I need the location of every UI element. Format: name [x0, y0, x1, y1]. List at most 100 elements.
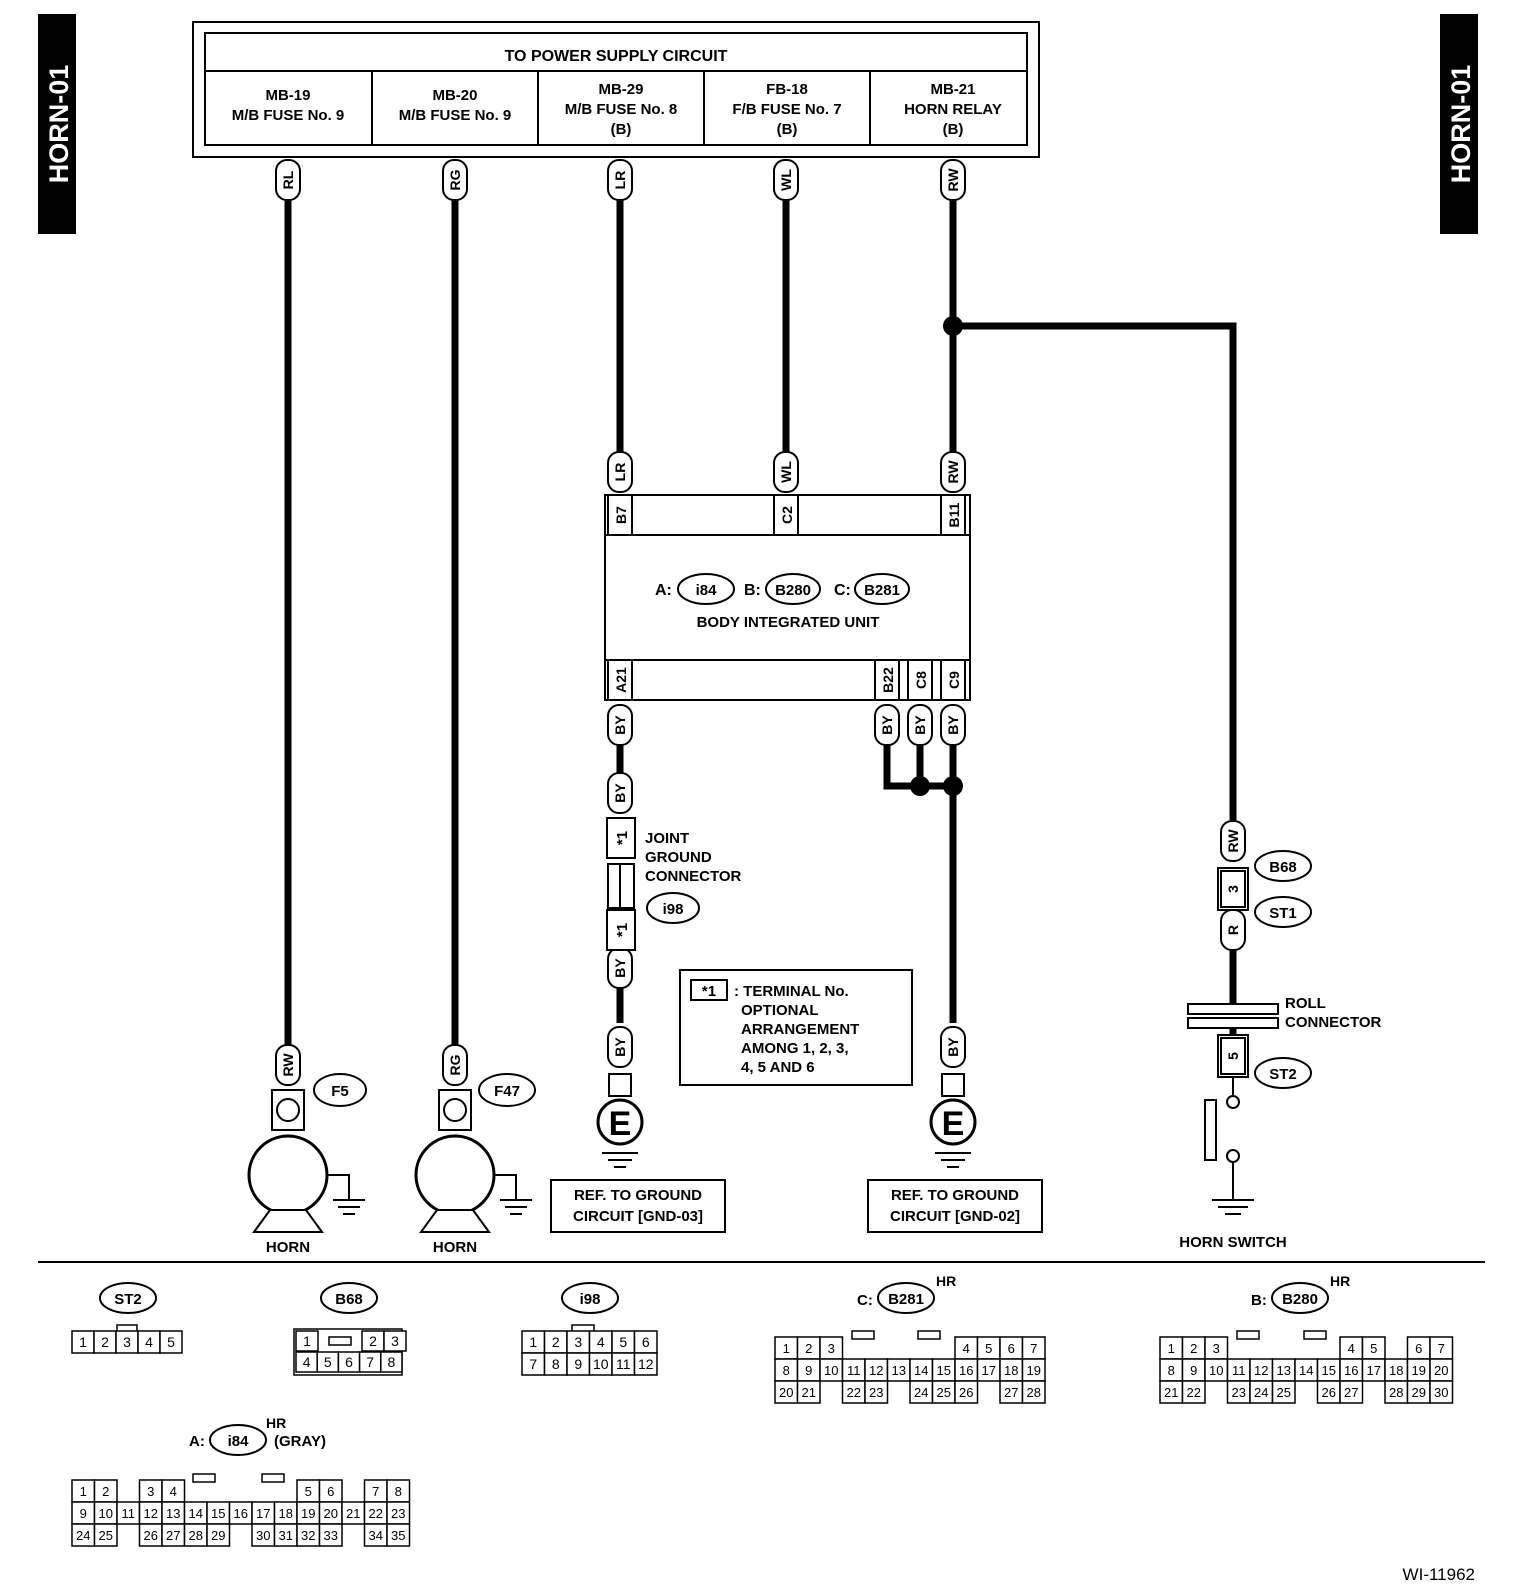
svg-text:*1: *1	[702, 983, 716, 1000]
note-box: *1 : TERMINAL No. OPTIONAL ARRANGEMENT A…	[679, 969, 913, 1086]
connector-pin	[295, 1330, 319, 1352]
pin-b22: B22	[880, 667, 896, 693]
junction-dot	[943, 316, 963, 336]
face-b281-tag: HR	[936, 1273, 956, 1289]
face-i84-id: i84	[228, 1433, 250, 1450]
connector-pin-number: 22	[1187, 1385, 1201, 1400]
connector-pin	[1429, 1380, 1454, 1404]
wire-color-capsule	[940, 1026, 966, 1068]
connector-pin	[796, 1380, 821, 1404]
power-cell-4-l3: (B)	[777, 121, 798, 138]
connector-pin	[1271, 1380, 1296, 1404]
connector-pin	[380, 1351, 403, 1373]
connector-pin-number: 22	[847, 1385, 861, 1400]
svg-text:CIRCUIT [GND-02]: CIRCUIT [GND-02]	[890, 1208, 1020, 1225]
face-b280-id: B280	[1282, 1291, 1318, 1308]
connector-pin-number: 8	[1168, 1363, 1175, 1378]
connector-pin-number: 16	[1344, 1363, 1358, 1378]
svg-text:CONNECTOR: CONNECTOR	[1285, 1014, 1382, 1031]
connector-pin-number: 23	[1232, 1385, 1246, 1400]
wire-color-capsule	[607, 159, 633, 201]
svg-text:5: 5	[1225, 1052, 1241, 1060]
power-cell-5-l2: HORN RELAY	[904, 101, 1002, 118]
ground-terminal-gnd02: E REF. TO GROUND CIRCUIT [GND-02]	[867, 1073, 1043, 1233]
connector-pin	[1181, 1380, 1206, 1404]
power-cell-2-l1: MB-20	[432, 87, 477, 104]
wire-color-label: RW	[945, 460, 961, 484]
ground-terminal-gnd03: E REF. TO GROUND CIRCUIT [GND-03]	[550, 1073, 726, 1233]
connector-pin-number: 4	[597, 1334, 605, 1350]
conn-c-prefix: C:	[834, 582, 851, 599]
connector-pin-number: 31	[279, 1528, 293, 1543]
connector-pin-number: 3	[391, 1333, 399, 1349]
svg-text:ARRANGEMENT: ARRANGEMENT	[741, 1021, 859, 1038]
face-b280-prefix: B:	[1251, 1292, 1267, 1309]
wire-color-label: WL	[778, 461, 794, 483]
side-tab-left-text: HORN-01	[44, 65, 74, 184]
joint-id: i98	[663, 901, 684, 918]
connector-pin-number: 2	[552, 1334, 560, 1350]
conn-b-id: B280	[775, 582, 811, 599]
connector-pin	[864, 1380, 889, 1404]
connector-pin-number: 12	[869, 1363, 883, 1378]
power-title: TO POWER SUPPLY CIRCUIT	[505, 48, 728, 65]
face-i84-color: (GRAY)	[274, 1433, 326, 1450]
wire-color-capsule	[607, 704, 633, 746]
connector-pin-number: 20	[1434, 1363, 1448, 1378]
connector-pin-number: 4	[1348, 1341, 1355, 1356]
connector-pin-number: 9	[80, 1506, 87, 1521]
svg-text:OPTIONAL: OPTIONAL	[741, 1002, 819, 1019]
pin-c8: C8	[913, 671, 929, 689]
connector-pin-number: 21	[1164, 1385, 1178, 1400]
wire-color-capsule	[1220, 820, 1246, 862]
connector-pin-number: 5	[619, 1334, 627, 1350]
wire-color-capsule	[607, 1026, 633, 1068]
conn-c-id: B281	[864, 582, 900, 599]
connector-pin-number: 5	[167, 1334, 175, 1350]
conn-a-prefix: A:	[655, 582, 672, 599]
connector-pin	[386, 1523, 411, 1547]
wire-color-capsule	[275, 1044, 301, 1086]
connector-pin-number: 25	[1277, 1385, 1291, 1400]
connector-pin-number: 12	[144, 1506, 158, 1521]
horn-f5: F5 HORN	[247, 1073, 367, 1256]
connector-pin-number: 19	[1412, 1363, 1426, 1378]
conn-a-id: i84	[696, 582, 718, 599]
connector-pin-number: 2	[102, 1484, 109, 1499]
wire-color-label: BY	[612, 1037, 628, 1057]
connector-pin-number: 1	[80, 1484, 87, 1499]
wire-color-label: RW	[1225, 829, 1241, 853]
connector-pin-number: 25	[937, 1385, 951, 1400]
connector-pin-number: 28	[1389, 1385, 1403, 1400]
connector-pin-number: 7	[1438, 1341, 1445, 1356]
wire-color-label: RL	[280, 170, 296, 189]
horn-f5-conn: F5	[331, 1083, 349, 1100]
svg-text:*1: *1	[614, 831, 631, 845]
connector-pin-number: 17	[1367, 1363, 1381, 1378]
ref-gnd02-label: REF. TO GROUND	[891, 1187, 1019, 1204]
horn-switch-label: HORN SWITCH	[1179, 1234, 1287, 1251]
connector-pin-number: 14	[189, 1506, 203, 1521]
power-cell-3-l1: MB-29	[598, 81, 643, 98]
conn-b-prefix: B:	[744, 582, 761, 599]
connector-pin-number: 6	[1415, 1341, 1422, 1356]
connector-pin-number: 18	[279, 1506, 293, 1521]
connector-pin-number: 6	[642, 1334, 650, 1350]
connector-pin-number: 7	[372, 1484, 379, 1499]
power-cell-3-l2: M/B FUSE No. 8	[565, 101, 678, 118]
horn-switch-chain: 3 B68 ST1 ROLL CONNECTOR 5 ST2 HORN SWIT…	[1179, 850, 1382, 1251]
connector-pin	[206, 1523, 231, 1547]
wire-color-label: BY	[612, 958, 628, 978]
connector-pin-number: 34	[369, 1528, 383, 1543]
side-tab-right-text: HORN-01	[1446, 65, 1476, 184]
connector-pin-number: 17	[256, 1506, 270, 1521]
connector-pin-number: 27	[166, 1528, 180, 1543]
wire-color-label: RG	[447, 169, 463, 190]
connector-pin-number: 26	[1322, 1385, 1336, 1400]
ref-gnd03-label: REF. TO GROUND	[574, 1187, 702, 1204]
connector-pin-number: 2	[1190, 1341, 1197, 1356]
wire-color-label: WL	[778, 169, 794, 191]
connector-pin-number: 28	[1027, 1385, 1041, 1400]
svg-text:E: E	[942, 1105, 965, 1143]
connector-pin-number: 1	[783, 1341, 790, 1356]
